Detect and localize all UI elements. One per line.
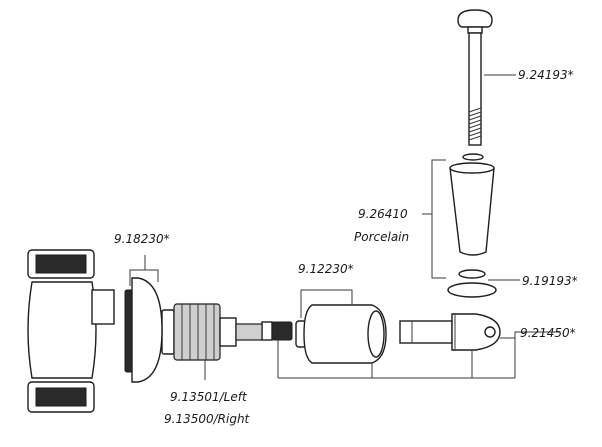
- handle-screw-part: [457, 9, 493, 146]
- valve-body-part: [27, 249, 115, 413]
- cartridge-stem-part: [261, 321, 293, 341]
- label-porcelain-handle: 9.26410: [358, 207, 408, 221]
- cover-plate-part: [124, 277, 163, 383]
- bonnet-part: [295, 304, 387, 364]
- label-porcelain-note: Porcelain: [354, 230, 410, 244]
- handle-stem-adapter-part: [399, 313, 501, 351]
- label-bonnet: 9.12230*: [298, 262, 354, 276]
- cartridge-part: [161, 303, 263, 361]
- label-handle-screw: 9.24193*: [518, 68, 574, 82]
- porcelain-handle-part: [449, 167, 495, 256]
- handle-washer-part: [458, 269, 486, 279]
- label-handle-washer: 9.19193*: [522, 274, 578, 288]
- label-cartridge-right: 9.13500/Right: [164, 412, 250, 426]
- upper-ring-part: [462, 153, 484, 161]
- label-handle-stem-adapter: 9.21450*: [520, 326, 576, 340]
- label-cartridge-left: 9.13501/Left: [170, 390, 247, 404]
- label-cover-plate: 9.18230*: [114, 232, 170, 246]
